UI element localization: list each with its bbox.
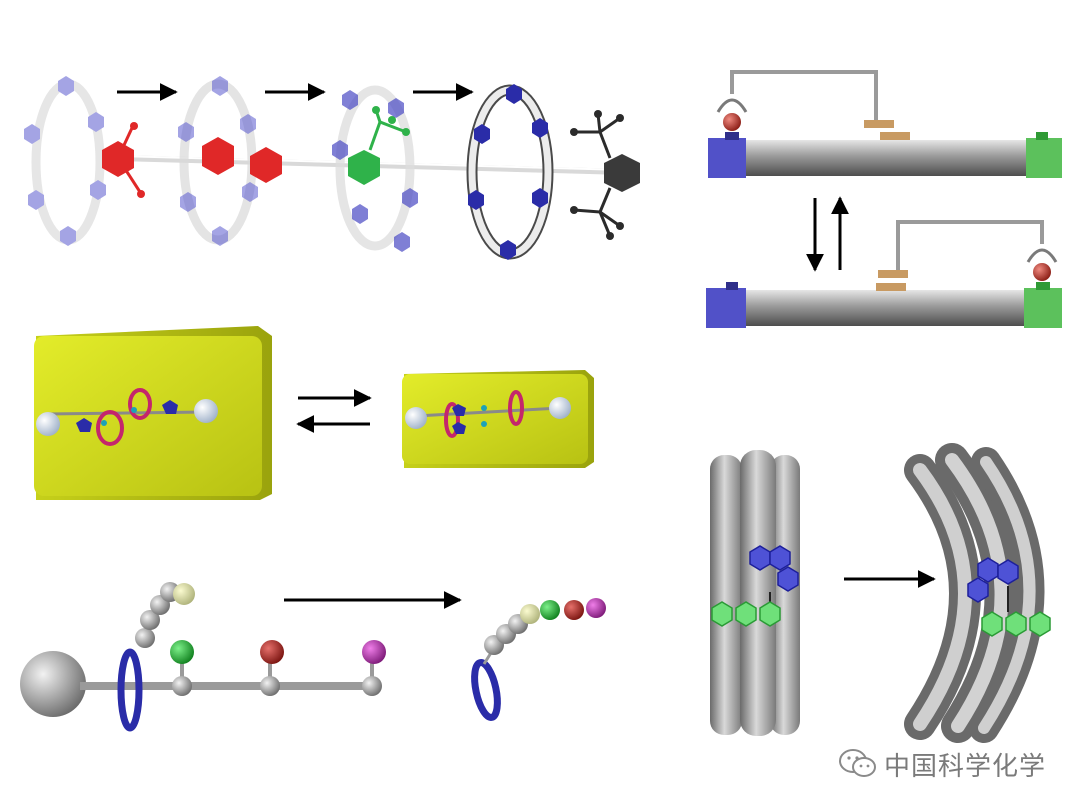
ring-faint-1 xyxy=(24,76,106,246)
switch-state-bottom xyxy=(706,222,1062,328)
cube-small xyxy=(402,370,594,468)
large-stopper xyxy=(20,651,86,717)
green-terminal xyxy=(1026,138,1062,178)
chain-after xyxy=(470,598,606,719)
panel-bundle xyxy=(710,450,1050,736)
panel-ring-shuttle xyxy=(24,76,640,260)
dark-stopper xyxy=(570,110,640,240)
panel-chain xyxy=(20,582,606,728)
bundle-straight xyxy=(710,450,800,736)
cube-large xyxy=(34,326,272,500)
chain-before xyxy=(20,582,386,728)
watermark: 中国科学化学 xyxy=(838,744,1046,784)
switch-state-top xyxy=(708,72,1062,178)
ring-faint-3 xyxy=(332,90,418,252)
copper-clip xyxy=(864,120,894,128)
watermark-text: 中国科学化学 xyxy=(884,746,1046,783)
blue-terminal xyxy=(708,138,746,178)
wechat-icon xyxy=(838,748,878,780)
panel-cube xyxy=(34,326,594,500)
panel-wire-switch xyxy=(706,72,1062,328)
bundle-bent xyxy=(920,460,1050,728)
